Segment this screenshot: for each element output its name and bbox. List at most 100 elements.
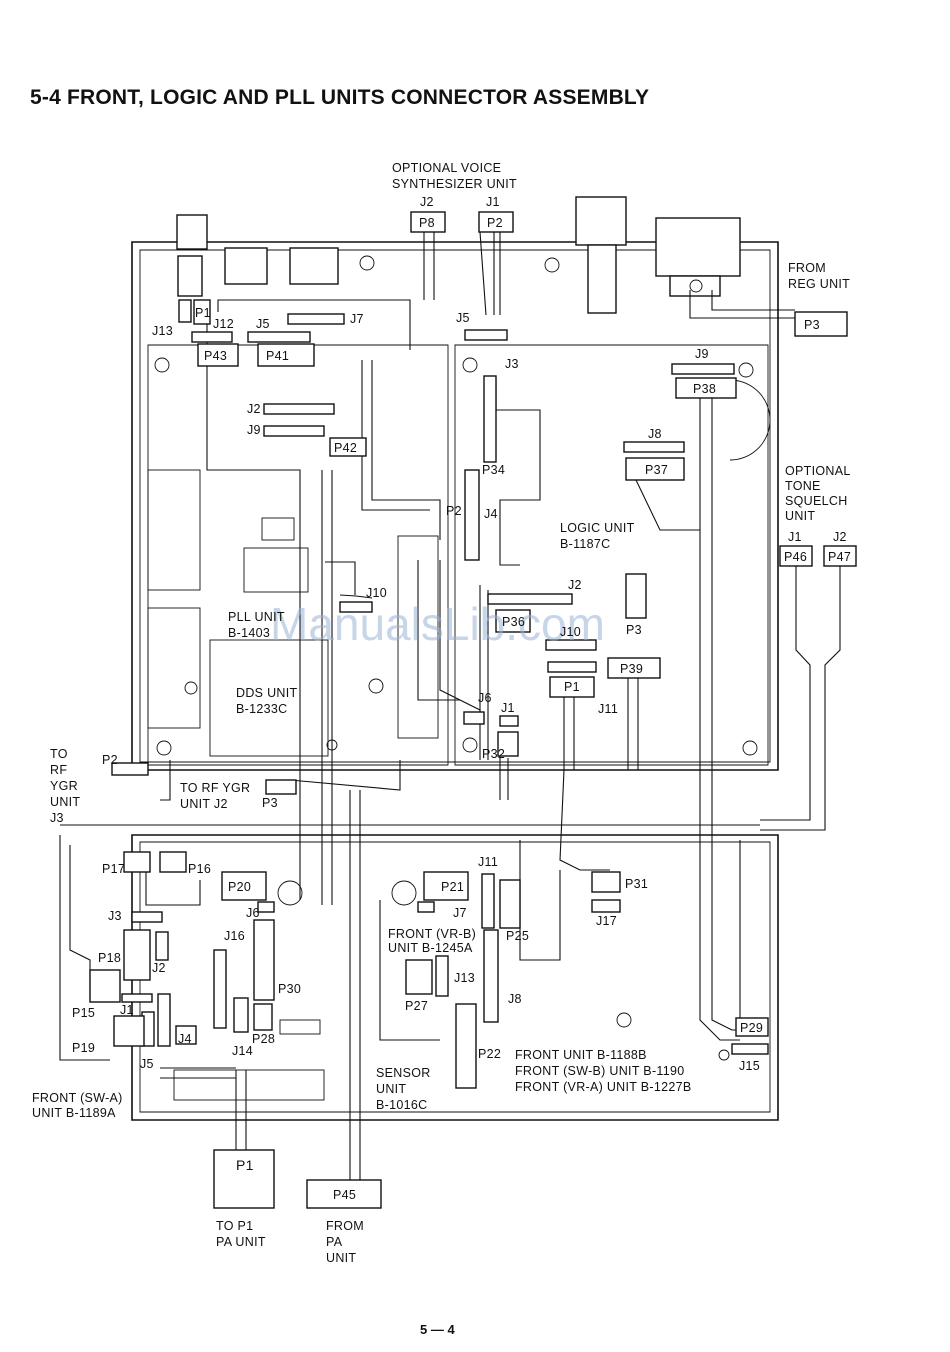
- rf-j2-label-2: UNIT J2: [180, 797, 228, 811]
- connector-j4-front: J4: [178, 1032, 192, 1046]
- connector-j10-logic: J10: [560, 625, 581, 639]
- dds-label-1: DDS UNIT: [236, 686, 297, 700]
- voice-label-2: SYNTHESIZER UNIT: [392, 177, 517, 191]
- connector-j11-front: J11: [478, 855, 498, 869]
- connector-p36: P36: [502, 615, 525, 629]
- front-label-3: FRONT (VR-A) UNIT B-1227B: [515, 1080, 692, 1094]
- vrb-label-1: FRONT (VR-B): [388, 927, 476, 941]
- front-label-1: FRONT UNIT B-1188B: [515, 1048, 647, 1062]
- pa2-label-3: UNIT: [326, 1251, 356, 1265]
- connector-j5-front: J5: [140, 1057, 154, 1071]
- pa2-label-1: FROM: [326, 1219, 364, 1233]
- connector-p3-logic: P3: [626, 623, 642, 637]
- connector-j10-pll: J10: [366, 586, 387, 600]
- connector-j2-logic: J2: [568, 578, 582, 592]
- unit-labels: OPTIONAL VOICE SYNTHESIZER UNIT J2 J1 FR…: [32, 161, 850, 1265]
- connector-j3-logic: J3: [505, 357, 519, 371]
- front-label-2: FRONT (SW-B) UNIT B-1190: [515, 1064, 685, 1078]
- pll-label-1: PLL UNIT: [228, 610, 285, 624]
- connector-j3-front: J3: [108, 909, 122, 923]
- connector-j15: J15: [739, 1059, 760, 1073]
- connector-p29: P29: [740, 1021, 763, 1035]
- connector-j6-front: J6: [246, 906, 260, 920]
- connector-j9-logic: J9: [695, 347, 709, 361]
- connector-p2-top: P2: [487, 216, 503, 230]
- pa1-label-1: TO P1: [216, 1219, 253, 1233]
- connector-p3-reg: P3: [804, 318, 820, 332]
- tone-j2-label: J2: [833, 530, 847, 544]
- connector-j1-front: J1: [120, 1003, 134, 1017]
- connector-p1-pa: P1: [236, 1157, 254, 1173]
- connector-p17: P17: [102, 862, 125, 876]
- voice-j1-label: J1: [486, 195, 500, 209]
- connector-j6-logic: J6: [478, 691, 492, 705]
- connector-p25: P25: [506, 929, 529, 943]
- connector-p27: P27: [405, 999, 428, 1013]
- connector-labels: P8 P2 P3 J13 P1 J12 J5 J7 J5 J3 J9 P43 P…: [72, 216, 851, 1202]
- connectors: [89, 211, 857, 1209]
- pll-label-2: B-1403: [228, 626, 270, 640]
- connector-j7-front: J7: [453, 906, 467, 920]
- vrb-label-2: UNIT B-1245A: [388, 941, 473, 955]
- connector-p45: P45: [333, 1188, 356, 1202]
- rf-label-1: TO: [50, 747, 68, 761]
- connector-p16: P16: [188, 862, 211, 876]
- connector-j8-logic: J8: [648, 427, 662, 441]
- connector-p22: P22: [478, 1047, 501, 1061]
- page-number: 5 — 4: [420, 1322, 455, 1337]
- connector-j1-logic: J1: [501, 701, 515, 715]
- connector-p2-mid: P2: [446, 504, 462, 518]
- swa-label-2: UNIT B-1189A: [32, 1106, 116, 1120]
- connector-j9-pll: J9: [247, 423, 261, 437]
- connector-p21: P21: [441, 880, 464, 894]
- connector-j5-left: J5: [256, 317, 270, 331]
- connector-p2-rf: P2: [102, 753, 118, 767]
- connector-p18: P18: [98, 951, 121, 965]
- connector-j13: J13: [152, 324, 173, 338]
- connector-p1-small: P1: [195, 306, 211, 320]
- connector-j2-pll: J2: [247, 402, 261, 416]
- connector-j14: J14: [232, 1044, 253, 1058]
- dds-label-2: B-1233C: [236, 702, 287, 716]
- connector-p43: P43: [204, 349, 227, 363]
- rf-label-5: J3: [50, 811, 64, 825]
- connector-p8: P8: [419, 216, 435, 230]
- sensor-label-2: UNIT: [376, 1082, 406, 1096]
- connector-p30: P30: [278, 982, 301, 996]
- connector-p1-logic: P1: [564, 680, 580, 694]
- connector-p41: P41: [266, 349, 289, 363]
- pa2-label-2: PA: [326, 1235, 343, 1249]
- connector-j8-front: J8: [508, 992, 522, 1006]
- connector-j13-front: J13: [454, 971, 475, 985]
- connector-p20: P20: [228, 880, 251, 894]
- pa1-label-2: PA UNIT: [216, 1235, 266, 1249]
- connector-j7-top: J7: [350, 312, 364, 326]
- tone-label-3: SQUELCH: [785, 494, 848, 508]
- connector-j11-logic: J11: [598, 702, 618, 716]
- connector-p37: P37: [645, 463, 668, 477]
- voice-j2-label: J2: [420, 195, 434, 209]
- page-title: 5-4 FRONT, LOGIC AND PLL UNITS CONNECTOR…: [30, 86, 650, 109]
- connector-p38: P38: [693, 382, 716, 396]
- tone-label-2: TONE: [785, 479, 821, 493]
- reg-label-2: REG UNIT: [788, 277, 850, 291]
- connector-p32: P32: [482, 747, 505, 761]
- connector-j16: J16: [224, 929, 245, 943]
- connector-j4-logic: J4: [484, 507, 498, 521]
- connector-j5-mid: J5: [456, 311, 470, 325]
- swa-label-1: FRONT (SW-A): [32, 1091, 123, 1105]
- connector-p15: P15: [72, 1006, 95, 1020]
- connector-p28: P28: [252, 1032, 275, 1046]
- tone-label-4: UNIT: [785, 509, 815, 523]
- connector-p46: P46: [784, 550, 807, 564]
- watermark: ManualsLib.com: [270, 598, 605, 650]
- rf-label-4: UNIT: [50, 795, 80, 809]
- voice-label-1: OPTIONAL VOICE: [392, 161, 501, 175]
- logic-label-1: LOGIC UNIT: [560, 521, 635, 535]
- rf-label-2: RF: [50, 763, 67, 777]
- rf-j2-label-1: TO RF YGR: [180, 781, 250, 795]
- connector-p31: P31: [625, 877, 648, 891]
- connector-p39: P39: [620, 662, 643, 676]
- reg-label-1: FROM: [788, 261, 826, 275]
